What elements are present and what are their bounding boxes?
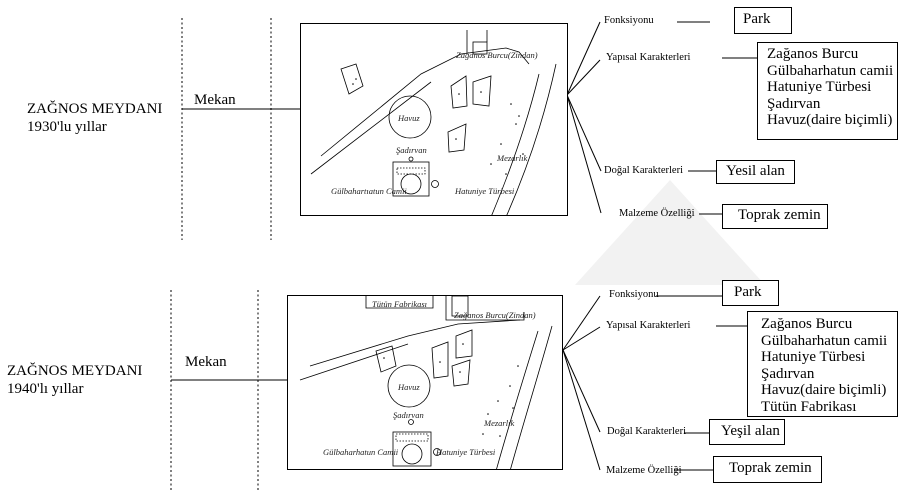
- d1-structural-item: Şadırvan: [767, 95, 821, 112]
- d1-title: ZAĞNOS MEYDANI: [27, 101, 163, 117]
- d1-map-label-tomb: Hatuniye Türbesi: [455, 186, 515, 196]
- d2-map-label-pool: Havuz: [398, 382, 420, 392]
- d1-site-plan: Zağanos Burcu(Zindan) Havuz Şadırvan Mez…: [300, 23, 568, 216]
- d2-natural-box: [709, 419, 785, 445]
- d2-map-label-tomb: Hatuniye Türbesi: [436, 447, 496, 457]
- d1-structural-item: Zağanos Burcu: [767, 46, 859, 62]
- d1-map-label-tower: Zağanos Burcu(Zindan): [456, 50, 538, 60]
- d1-structural-item: Gülbaharhatun camii: [767, 62, 894, 79]
- d2-space-label: Mekan: [185, 354, 227, 370]
- d1-function-label: Fonksiyonu: [604, 15, 654, 26]
- d1-space-label: Mekan: [194, 92, 236, 108]
- d1-structural-box: [757, 42, 898, 140]
- d2-structural-item: Havuz(daire biçimli): [761, 382, 887, 398]
- d1-site-plan-drawing: [310, 30, 557, 215]
- d1-function-value: Park: [743, 11, 771, 27]
- d1-structural-list: Zağanos Burcu Gülbaharhatun camii Hatuni…: [767, 46, 893, 129]
- d2-map-label-fountain: Şadırvan: [393, 410, 424, 420]
- d2-function-label: Fonksiyonu: [609, 289, 659, 300]
- d2-material-label: Malzeme Özelliği: [606, 465, 682, 476]
- d2-title: ZAĞNOS MEYDANI: [7, 363, 143, 379]
- d1-natural-value: Yesil alan: [726, 163, 785, 179]
- d2-structural-item: Şadırvan: [761, 365, 815, 382]
- d1-structural-item: Hatuniye Türbesi: [767, 79, 872, 95]
- d2-natural-label: Doğal Karakterleri: [607, 426, 687, 437]
- d2-map-label-tower: Zağanos Burcu(Zindan): [454, 310, 536, 320]
- d2-map-label-mosque: Gülbaharhatun Camii: [323, 447, 399, 457]
- d1-structural-label: Yapısal Karakterleri: [606, 52, 691, 63]
- d2-natural-value: Yeşil alan: [721, 423, 780, 439]
- d2-structural-label: Yapısal Karakterleri: [606, 320, 691, 331]
- d2-site-plan: Tütün Fabrikası Zağanos Burcu(Zindan) Ha…: [287, 295, 563, 470]
- d2-function-box: [722, 280, 779, 306]
- d2-structural-item: Zağanos Burcu: [761, 316, 853, 332]
- d1-period: 1930'lu yıllar: [27, 119, 107, 135]
- d2-period: 1940'lı yıllar: [7, 381, 84, 397]
- d2-site-plan-drawing: [299, 296, 553, 469]
- d2-structural-item: Hatuniye Türbesi: [761, 349, 866, 365]
- d1-function-box: [734, 7, 792, 34]
- d1-map-label-mosque: Gülbahartıatun Camii: [331, 186, 407, 196]
- d1-map-label-cemetery: Mezarlık: [497, 153, 528, 163]
- d2-map-label-cemetery: Mezarlık: [484, 418, 515, 428]
- d1-map-label-fountain: Şadırvan: [396, 145, 427, 155]
- d2-structural-box: Zağanos Burcu Gülbaharhatun camii Hatuni…: [747, 311, 898, 417]
- d1-material-value: Toprak zemin: [738, 207, 821, 223]
- watermark-shape: [575, 180, 765, 285]
- d2-structural-item: Gülbaharhatun camii: [761, 332, 888, 349]
- d2-structural-list: Zağanos Burcu Gülbaharhatun camii Hatuni…: [761, 316, 887, 415]
- d2-map-label-factory: Tütün Fabrikası: [372, 299, 428, 309]
- d2-structural-item: Tütün Fabrikası: [761, 398, 857, 415]
- d2-material-box: [713, 456, 822, 483]
- d2-function-value: Park: [734, 284, 762, 300]
- d2-material-value: Toprak zemin: [729, 460, 812, 476]
- d1-natural-label: Doğal Karakterleri: [604, 165, 684, 176]
- d1-natural-box: [716, 160, 795, 184]
- d1-map-label-pool: Havuz: [398, 113, 420, 123]
- d1-material-box: [722, 204, 828, 229]
- d1-structural-item: Havuz(daire biçimli): [767, 112, 893, 128]
- d1-material-label: Malzeme Özelliği: [619, 208, 695, 219]
